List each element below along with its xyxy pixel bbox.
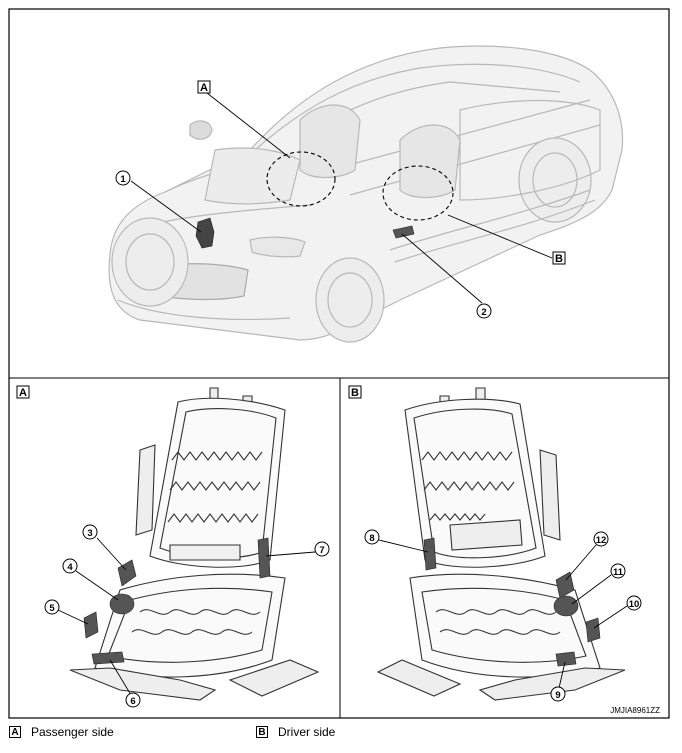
legend-item-a: A Passenger side [9,725,114,739]
panel-b-callouts: 8 9 10 11 12 [364,529,642,702]
svg-text:2: 2 [481,307,486,318]
figure-frame [8,8,670,719]
legend-text-b: Driver side [278,725,336,739]
svg-text:11: 11 [613,567,624,578]
svg-text:A: A [19,387,27,399]
callout-6: 6 [125,692,141,708]
seat-frame-b [376,387,626,701]
callout-7: 7 [314,541,330,557]
overview-tag-a: A [197,80,211,94]
panel-a-callouts: 3 4 5 6 7 [44,524,330,708]
svg-text:8: 8 [369,533,374,544]
component-mark-1 [195,217,215,249]
overview-callout-1: 1 [115,170,131,186]
seat-area-circle-a [266,151,336,207]
seat-frame-a [69,387,320,701]
svg-text:A: A [200,82,208,94]
figure-code: JMJIA8961ZZ [610,706,660,715]
svg-text:6: 6 [130,696,135,707]
callout-9: 9 [550,686,566,702]
callout-5: 5 [44,599,60,615]
svg-text:B: B [351,387,359,399]
panel-b-components [423,537,601,667]
svg-text:4: 4 [67,562,73,573]
component-mark-2 [392,225,415,239]
overview-tag-b: B [552,251,566,265]
legend-item-b: B Driver side [256,725,335,739]
callout-12: 12 [593,531,609,547]
legend-tag-a: A [9,726,21,738]
svg-text:12: 12 [596,535,607,546]
svg-text:10: 10 [629,599,640,610]
svg-text:B: B [555,253,563,265]
svg-text:7: 7 [319,545,324,556]
svg-text:9: 9 [555,690,560,701]
callout-10: 10 [626,595,642,611]
panel-a-tag: A [16,385,30,399]
callout-11: 11 [610,563,626,579]
callout-8: 8 [364,529,380,545]
seat-area-circle-b [382,165,454,221]
panel-b-tag: B [348,385,362,399]
panel-b-leaders [378,539,628,689]
panel-a-leaders [57,537,316,696]
svg-text:5: 5 [49,603,55,614]
overview-leaders [130,92,553,304]
overview-callout-2: 2 [476,303,492,319]
svg-text:3: 3 [87,528,92,539]
callout-4: 4 [62,558,78,574]
legend-text-a: Passenger side [31,725,114,739]
callout-3: 3 [82,524,98,540]
legend-tag-b: B [256,726,268,738]
car-illustration [108,45,624,343]
svg-text:1: 1 [120,174,126,185]
